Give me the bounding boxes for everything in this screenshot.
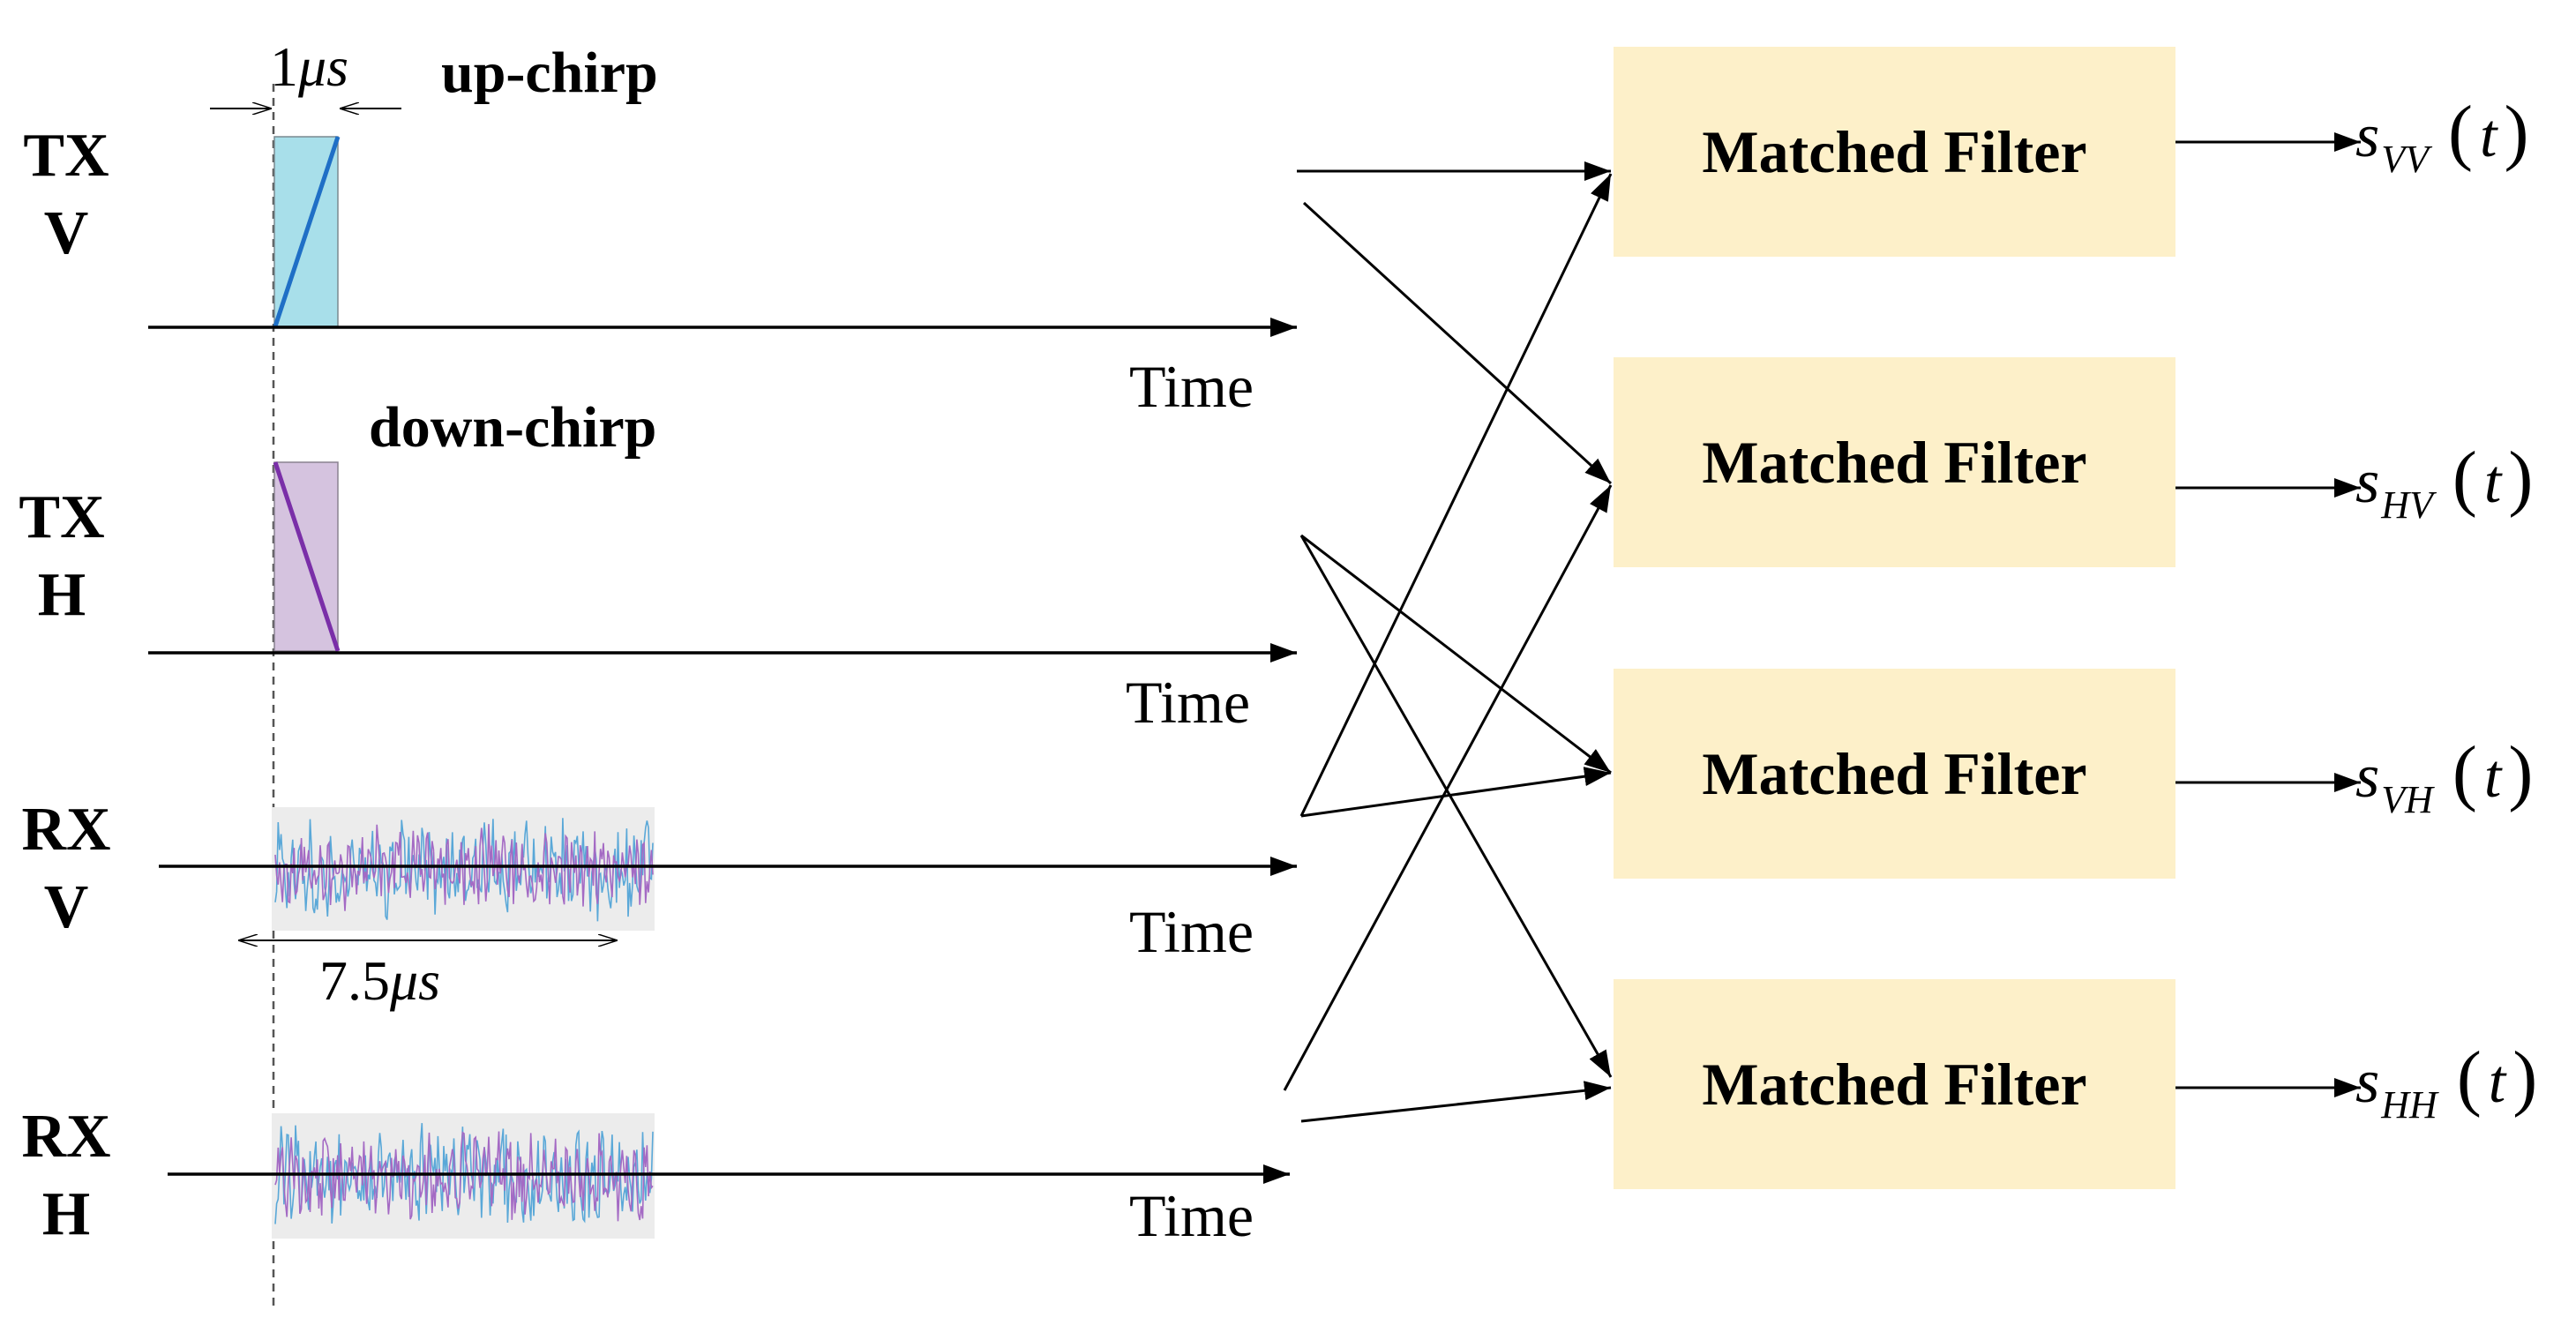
- output-vh-open-paren: (: [2452, 731, 2477, 813]
- output-vv-arg: t: [2480, 102, 2497, 170]
- tx-v-label-line1: TX: [23, 122, 109, 190]
- rx-h-time-label: Time: [1129, 1182, 1254, 1249]
- output-label-vh: sVH(t): [2355, 736, 2533, 820]
- output-label-hv: sHV(t): [2355, 441, 2533, 525]
- rx-v-label-line1: RX: [21, 796, 111, 864]
- rx-h-label-line2: H: [41, 1180, 91, 1248]
- output-vv-symbol: s: [2355, 102, 2380, 170]
- route-rxv-to-mf-vv: [1299, 173, 1613, 817]
- tx-h-label: TX H: [0, 487, 124, 626]
- output-hh-symbol: s: [2355, 1048, 2380, 1116]
- output-vh-close-paren: ): [2508, 731, 2534, 813]
- tx-h-time-label: Time: [1126, 669, 1251, 736]
- output-hv-subscript: HV: [2381, 483, 2433, 527]
- output-vv-open-paren: (: [2448, 91, 2473, 173]
- route-txh-to-mf-vh: [1300, 534, 1612, 775]
- rx-signal-waveform: [274, 818, 654, 922]
- output-hv-open-paren: (: [2452, 437, 2477, 519]
- matched-filter-vh-label: Matched Filter: [1702, 739, 2087, 807]
- tx-h-label-line2: H: [37, 561, 86, 629]
- rx-h-label-line1: RX: [21, 1103, 111, 1171]
- matched-filter-hv: Matched Filter: [1614, 357, 2175, 567]
- route-txh-to-mf-hh: [1299, 535, 1613, 1078]
- matched-filter-hh: Matched Filter: [1614, 979, 2175, 1189]
- matched-filter-vv: Matched Filter: [1614, 47, 2175, 257]
- downchirp-label: down-chirp: [369, 395, 657, 460]
- rx-h-signal-trace: [274, 1123, 654, 1224]
- route-rxv-to-mf-vh: [1300, 767, 1612, 818]
- output-vv-subscript: VV: [2381, 138, 2430, 181]
- pulse-width-value: 1: [270, 35, 298, 98]
- output-hh-arg: t: [2488, 1048, 2506, 1116]
- output-vv-close-paren: ): [2504, 91, 2529, 173]
- rx-v-time-label: Time: [1129, 898, 1254, 965]
- matched-filter-hh-label: Matched Filter: [1702, 1050, 2087, 1118]
- tx-h-label-line1: TX: [19, 483, 105, 551]
- matched-filter-hv-label: Matched Filter: [1702, 428, 2087, 496]
- rx-window-value: 7.5: [319, 949, 390, 1012]
- rx-v-label-line2: V: [43, 873, 89, 941]
- route-rxh-to-mf-hv: [1283, 484, 1613, 1091]
- route-rxh-to-mf-hh: [1300, 1081, 1612, 1123]
- downchirp-ramp: [273, 461, 341, 652]
- rx-h-label: RX H: [4, 1106, 128, 1246]
- matched-filter-vh: Matched Filter: [1614, 669, 2175, 879]
- output-vh-subscript: VH: [2381, 778, 2433, 821]
- rx-window-label: 7.5μs: [319, 953, 440, 1009]
- matched-filter-vv-label: Matched Filter: [1702, 117, 2087, 185]
- tx-v-label: TX V: [4, 125, 128, 265]
- output-hv-arg: t: [2483, 448, 2502, 516]
- upchirp-label: up-chirp: [441, 41, 658, 105]
- pulse-width-unit: μs: [298, 35, 349, 98]
- route-txv-to-mf-hv: [1302, 201, 1613, 485]
- tx-v-label-line2: V: [43, 199, 89, 267]
- output-label-vv: sVV(t): [2355, 95, 2528, 179]
- output-vh-symbol: s: [2355, 743, 2380, 811]
- rx-window-unit: μs: [390, 949, 441, 1012]
- output-hv-symbol: s: [2355, 448, 2380, 516]
- tx-v-time-label: Time: [1129, 353, 1254, 420]
- pulse-width-label: 1μs: [270, 39, 348, 95]
- output-hh-open-paren: (: [2456, 1037, 2482, 1119]
- output-hh-subscript: HH: [2381, 1083, 2437, 1127]
- rx-v-label: RX V: [4, 799, 128, 939]
- output-hh-close-paren: ): [2512, 1037, 2538, 1119]
- output-label-hh: sHH(t): [2355, 1041, 2537, 1125]
- upchirp-ramp: [273, 136, 341, 327]
- output-vh-arg: t: [2483, 743, 2502, 811]
- output-hv-close-paren: ): [2508, 437, 2534, 519]
- rx-signal-waveform: [274, 1131, 654, 1222]
